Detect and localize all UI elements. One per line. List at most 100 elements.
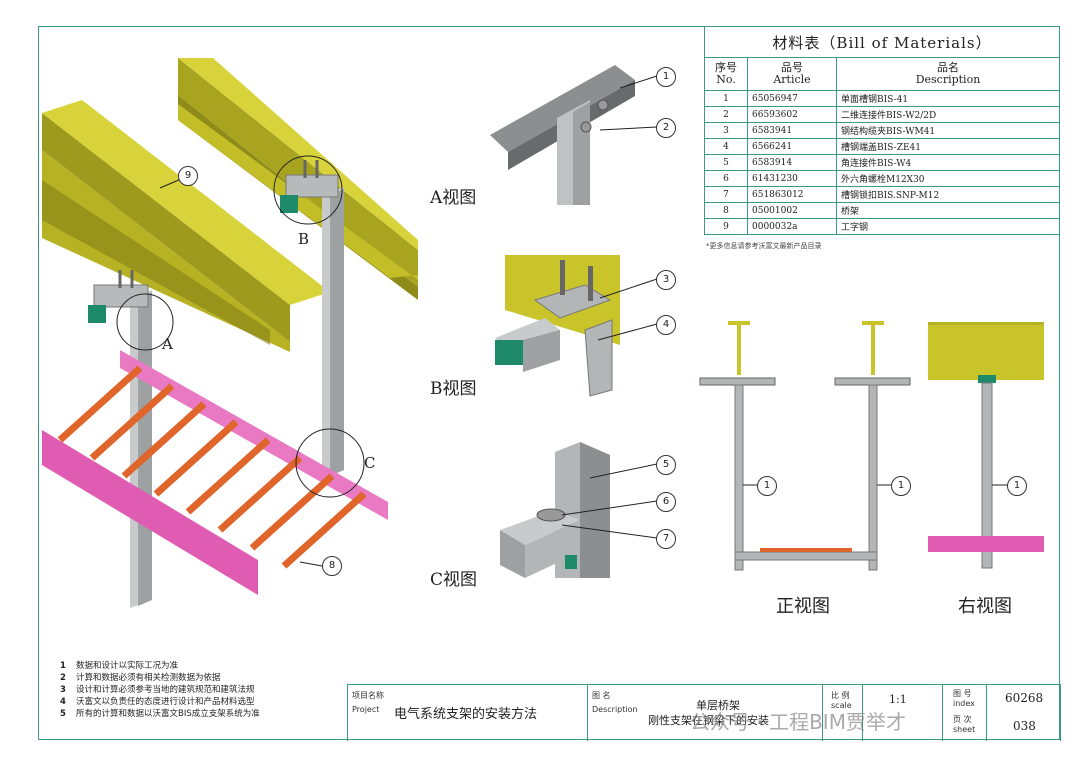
front-view-graphic bbox=[699, 321, 911, 571]
bom-cell-article: 0000032a bbox=[747, 218, 837, 235]
note-item: 5 所有的计算和数据以沃富文BIS成立支架系统为准 bbox=[60, 708, 260, 720]
bom-cell-desc: 槽钢端盖BIS-ZE41 bbox=[836, 138, 1060, 155]
title-block-scale-value: 1:1 bbox=[863, 685, 943, 741]
clamp-a bbox=[88, 270, 149, 323]
scale-value: 1:1 bbox=[889, 693, 907, 706]
index-value: 60268 bbox=[1005, 691, 1044, 705]
bom-cell-article: 6566241 bbox=[747, 138, 837, 155]
sheet-label-cn: 页 次 bbox=[953, 715, 972, 724]
clamp-b bbox=[280, 160, 339, 213]
title-block-description: 图 名 Description 单层桥架 刚性支架在钢梁下的安装 bbox=[588, 685, 823, 741]
note-number: 5 bbox=[60, 709, 66, 719]
cable-tray bbox=[42, 350, 388, 595]
bom-cell-desc: 槽钢锁扣BIS.SNP-M12 bbox=[836, 186, 1060, 203]
note-number: 2 bbox=[60, 673, 66, 683]
drawing-frame bbox=[38, 26, 1060, 740]
bom-cell-article: 6583941 bbox=[747, 122, 837, 139]
detail-letter-a: A bbox=[162, 335, 173, 353]
callout-3: 3 bbox=[656, 270, 676, 290]
note-item: 3 设计和计算必须参考当地的建筑规范和建筑法规 bbox=[60, 684, 260, 696]
note-number: 3 bbox=[60, 685, 66, 695]
sheet-value: 038 bbox=[1013, 719, 1036, 733]
steel-beam-front bbox=[42, 100, 330, 352]
bom-note: *更多信息请参考沃富文最新产品目录 bbox=[706, 242, 822, 250]
callout-9: 9 bbox=[178, 166, 198, 186]
project-label-cn: 项目名称 bbox=[352, 691, 384, 700]
bom-cell-desc: 工字钢 bbox=[836, 218, 1060, 235]
bom-cell-article: 651863012 bbox=[747, 186, 837, 203]
scale-label-en: scale bbox=[831, 701, 852, 710]
bom-cell-desc: 二维连接件BIS-W2/2D bbox=[836, 106, 1060, 123]
bom-cell-no: 4 bbox=[704, 138, 748, 155]
bom-cell-desc: 桥架 bbox=[836, 202, 1060, 219]
note-text: 沃富文以负责任的态度进行设计和产品材料选型 bbox=[76, 697, 255, 707]
note-item: 1 数据和设计以实际工况为准 bbox=[60, 660, 260, 672]
note-number: 4 bbox=[60, 697, 66, 707]
view-label-front: 正视图 bbox=[776, 596, 830, 617]
right-view-graphic bbox=[928, 322, 1044, 569]
callout-2: 2 bbox=[656, 118, 676, 138]
desc-label-cn: 图 名 bbox=[592, 691, 611, 700]
view-label-b: B视图 bbox=[430, 379, 477, 399]
title-block-project: 项目名称 Project 电气系统支架的安装方法 bbox=[348, 685, 588, 741]
bom-cell-desc: 外六角螺栓M12X30 bbox=[836, 170, 1060, 187]
callout-right-view-1: 1 bbox=[1007, 476, 1027, 496]
bom-title: 材料表（Bill of Materials） bbox=[704, 26, 1060, 58]
project-label-en: Project bbox=[352, 705, 380, 714]
bom-cell-no: 7 bbox=[704, 186, 748, 203]
detail-b-graphic bbox=[495, 255, 620, 397]
note-text: 所有的计算和数据以沃富文BIS成立支架系统为准 bbox=[76, 709, 260, 719]
bom-cell-desc: 角连接件BIS-W4 bbox=[836, 154, 1060, 171]
bom-cell-article: 65056947 bbox=[747, 90, 837, 107]
desc-line-2: 刚性支架在钢梁下的安装 bbox=[648, 714, 769, 727]
desc-label-en: Description bbox=[592, 705, 638, 714]
view-label-c: C视图 bbox=[430, 570, 478, 590]
bom-cell-article: 66593602 bbox=[747, 106, 837, 123]
bom-cell-no: 9 bbox=[704, 218, 748, 235]
bom-cell-no: 1 bbox=[704, 90, 748, 107]
channel-right bbox=[322, 187, 344, 478]
detail-a-graphic bbox=[490, 65, 635, 205]
title-block-index-value: 60268 038 bbox=[987, 685, 1061, 741]
note-text: 数据和设计以实际工况为准 bbox=[76, 661, 179, 671]
bom-cell-article: 61431230 bbox=[747, 170, 837, 187]
note-text: 设计和计算必须参考当地的建筑规范和建筑法规 bbox=[76, 685, 255, 695]
sheet-label-en: sheet bbox=[953, 725, 976, 734]
callout-8: 8 bbox=[322, 556, 342, 576]
bom-cell-no: 5 bbox=[704, 154, 748, 171]
bom-cell-article: 6583914 bbox=[747, 154, 837, 171]
channel-left bbox=[130, 290, 152, 608]
watermark: 公众号 · 工程BIM贾举才 bbox=[690, 710, 906, 734]
bom-cell-no: 2 bbox=[704, 106, 748, 123]
note-number: 1 bbox=[60, 661, 66, 671]
callout-6: 6 bbox=[656, 492, 676, 512]
callout-5: 5 bbox=[656, 455, 676, 475]
detail-letter-c: C bbox=[364, 454, 376, 472]
title-block-scale-label: 比 例 scale bbox=[823, 685, 863, 741]
callout-front-left-1: 1 bbox=[757, 476, 777, 496]
note-item: 4 沃富文以负责任的态度进行设计和产品材料选型 bbox=[60, 696, 260, 708]
bom-cell-no: 3 bbox=[704, 122, 748, 139]
scale-label-cn: 比 例 bbox=[831, 691, 850, 700]
bom-cell-article: 05001002 bbox=[747, 202, 837, 219]
detail-c-graphic bbox=[500, 442, 610, 578]
title-block: 项目名称 Project 电气系统支架的安装方法 图 名 Description… bbox=[347, 684, 1061, 741]
callout-7: 7 bbox=[656, 529, 676, 549]
project-value: 电气系统支架的安装方法 bbox=[394, 707, 538, 722]
callout-1: 1 bbox=[656, 67, 676, 87]
bom-cell-no: 8 bbox=[704, 202, 748, 219]
index-label-cn: 图 号 bbox=[953, 689, 972, 698]
